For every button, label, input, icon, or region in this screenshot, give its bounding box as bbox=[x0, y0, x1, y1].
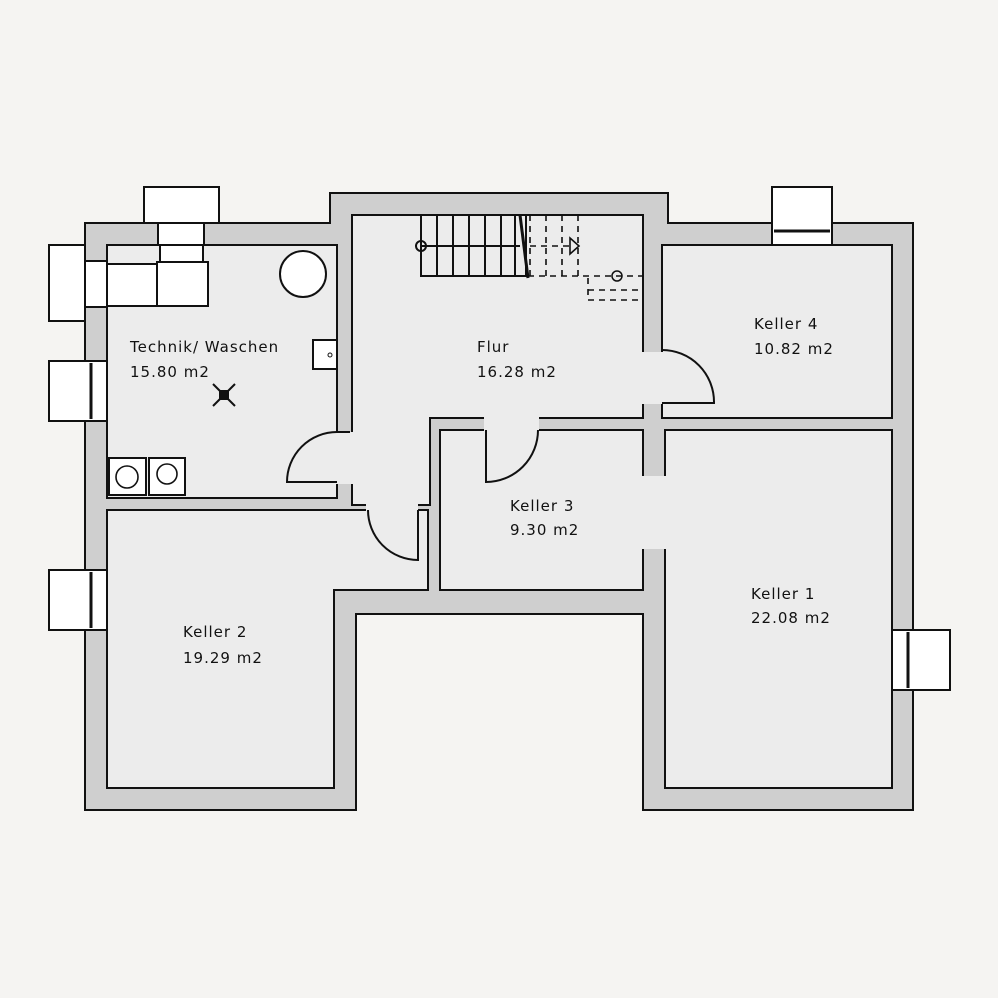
arrow-icon bbox=[569, 236, 581, 256]
room-flur bbox=[351, 214, 644, 506]
room-technik bbox=[106, 244, 338, 499]
room-keller-1 bbox=[664, 429, 893, 789]
duct-top bbox=[159, 244, 204, 263]
staircase-upper-dashed bbox=[528, 215, 643, 301]
room-label: Keller 4 bbox=[754, 315, 818, 333]
window-top-left bbox=[143, 186, 220, 224]
door-keller-3[interactable] bbox=[485, 429, 539, 484]
dryer-drum bbox=[156, 463, 178, 485]
opening-flur-keller4 bbox=[641, 352, 664, 404]
room-label: Keller 2 bbox=[183, 623, 247, 641]
washer-icon bbox=[108, 457, 147, 496]
washer-drum bbox=[115, 465, 139, 489]
room-area: 16.28 m2 bbox=[477, 363, 557, 381]
window-top-right bbox=[771, 186, 833, 246]
window-top-left-opening bbox=[157, 222, 205, 246]
staircase bbox=[415, 214, 530, 279]
duct bbox=[106, 263, 158, 307]
room-area: 19.29 m2 bbox=[183, 649, 263, 667]
door-keller-2[interactable] bbox=[367, 509, 419, 562]
window-left-1 bbox=[48, 244, 86, 322]
window-right bbox=[891, 629, 951, 691]
room-area: 9.30 m2 bbox=[510, 521, 579, 539]
window-left-1-opening bbox=[84, 260, 108, 308]
room-label: Keller 3 bbox=[510, 497, 574, 515]
drain-icon bbox=[327, 352, 333, 358]
room-label: Flur bbox=[477, 338, 509, 356]
room-keller-3 bbox=[439, 429, 644, 591]
room-area: 22.08 m2 bbox=[751, 609, 831, 627]
door-technik[interactable] bbox=[285, 431, 350, 483]
room-area: 10.82 m2 bbox=[754, 340, 834, 358]
stair-symbol-icon bbox=[611, 270, 623, 282]
sink-icon bbox=[312, 339, 338, 370]
opening-keller3-keller1 bbox=[641, 476, 667, 549]
window-left-2 bbox=[48, 360, 108, 422]
room-label: Keller 1 bbox=[751, 585, 815, 603]
tank-icon bbox=[279, 250, 327, 298]
door-keller-4[interactable] bbox=[661, 349, 716, 404]
opening-flur-keller3 bbox=[484, 416, 539, 432]
opening-technik-flur bbox=[335, 432, 354, 484]
light-fixture-icon bbox=[212, 383, 236, 407]
opening-flur-keller2 bbox=[366, 503, 418, 512]
boiler bbox=[156, 261, 209, 307]
room-area: 15.80 m2 bbox=[130, 363, 210, 381]
room-keller-2 bbox=[106, 509, 429, 789]
window-left-3 bbox=[48, 569, 108, 631]
room-label: Technik/ Waschen bbox=[129, 338, 279, 356]
